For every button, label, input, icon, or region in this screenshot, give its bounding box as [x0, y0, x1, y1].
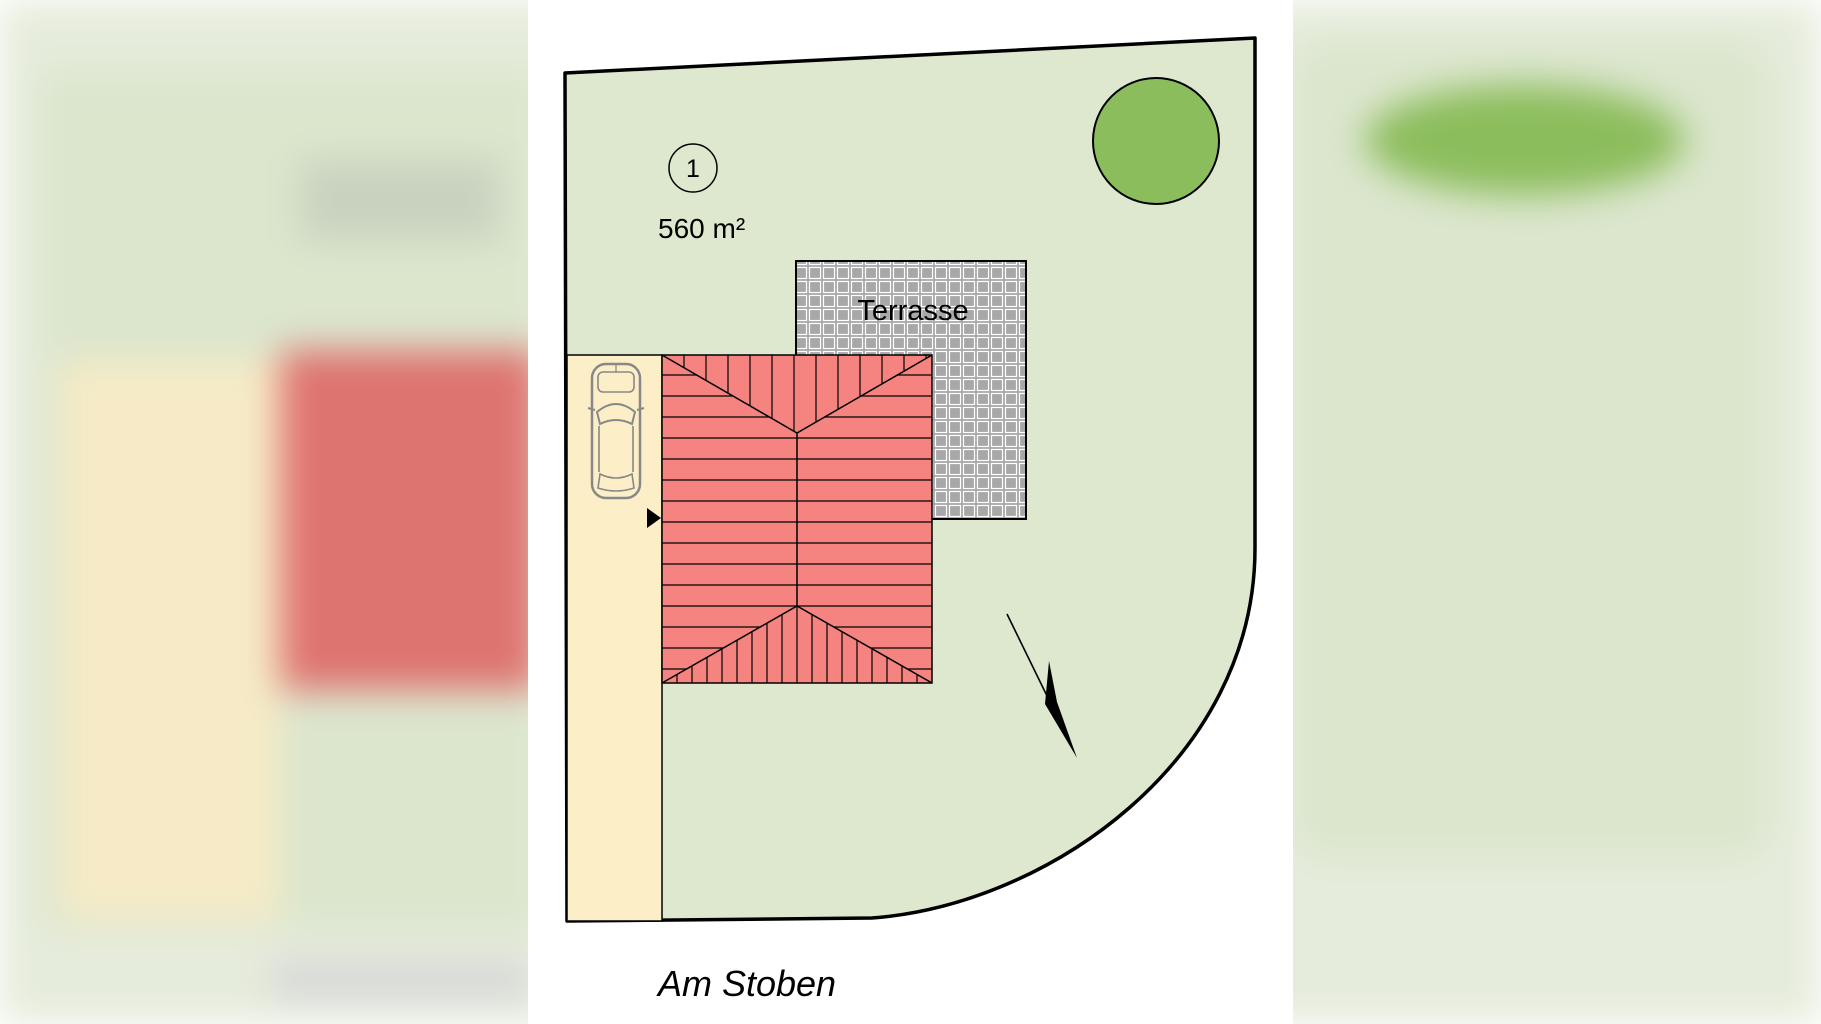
lot-area: 560 m² [658, 213, 745, 244]
blur-lawn-right [1290, 40, 1770, 860]
lot-number: 1 [686, 155, 700, 183]
blur-label-left [300, 160, 500, 240]
blur-roof-left [280, 350, 540, 690]
lot-number-circle [668, 143, 718, 193]
terrace-label: Terrasse [857, 295, 968, 327]
blur-tree-right [1365, 85, 1685, 195]
site-plan-panel: 1 560 m² Terrasse Am Stoben [528, 0, 1293, 1024]
blur-driveway-left [60, 360, 280, 920]
north-arrow-icon [1006, 613, 1077, 758]
car-icon [587, 362, 645, 500]
entrance-arrow-icon [647, 508, 661, 528]
tree-icon [1092, 77, 1220, 205]
site-plan: 1 560 m² Terrasse Am Stoben [563, 36, 1257, 1004]
blur-street-left [270, 960, 530, 1000]
driveway [566, 354, 663, 922]
street-name: Am Stoben [656, 963, 836, 1004]
house-roof [661, 354, 933, 684]
